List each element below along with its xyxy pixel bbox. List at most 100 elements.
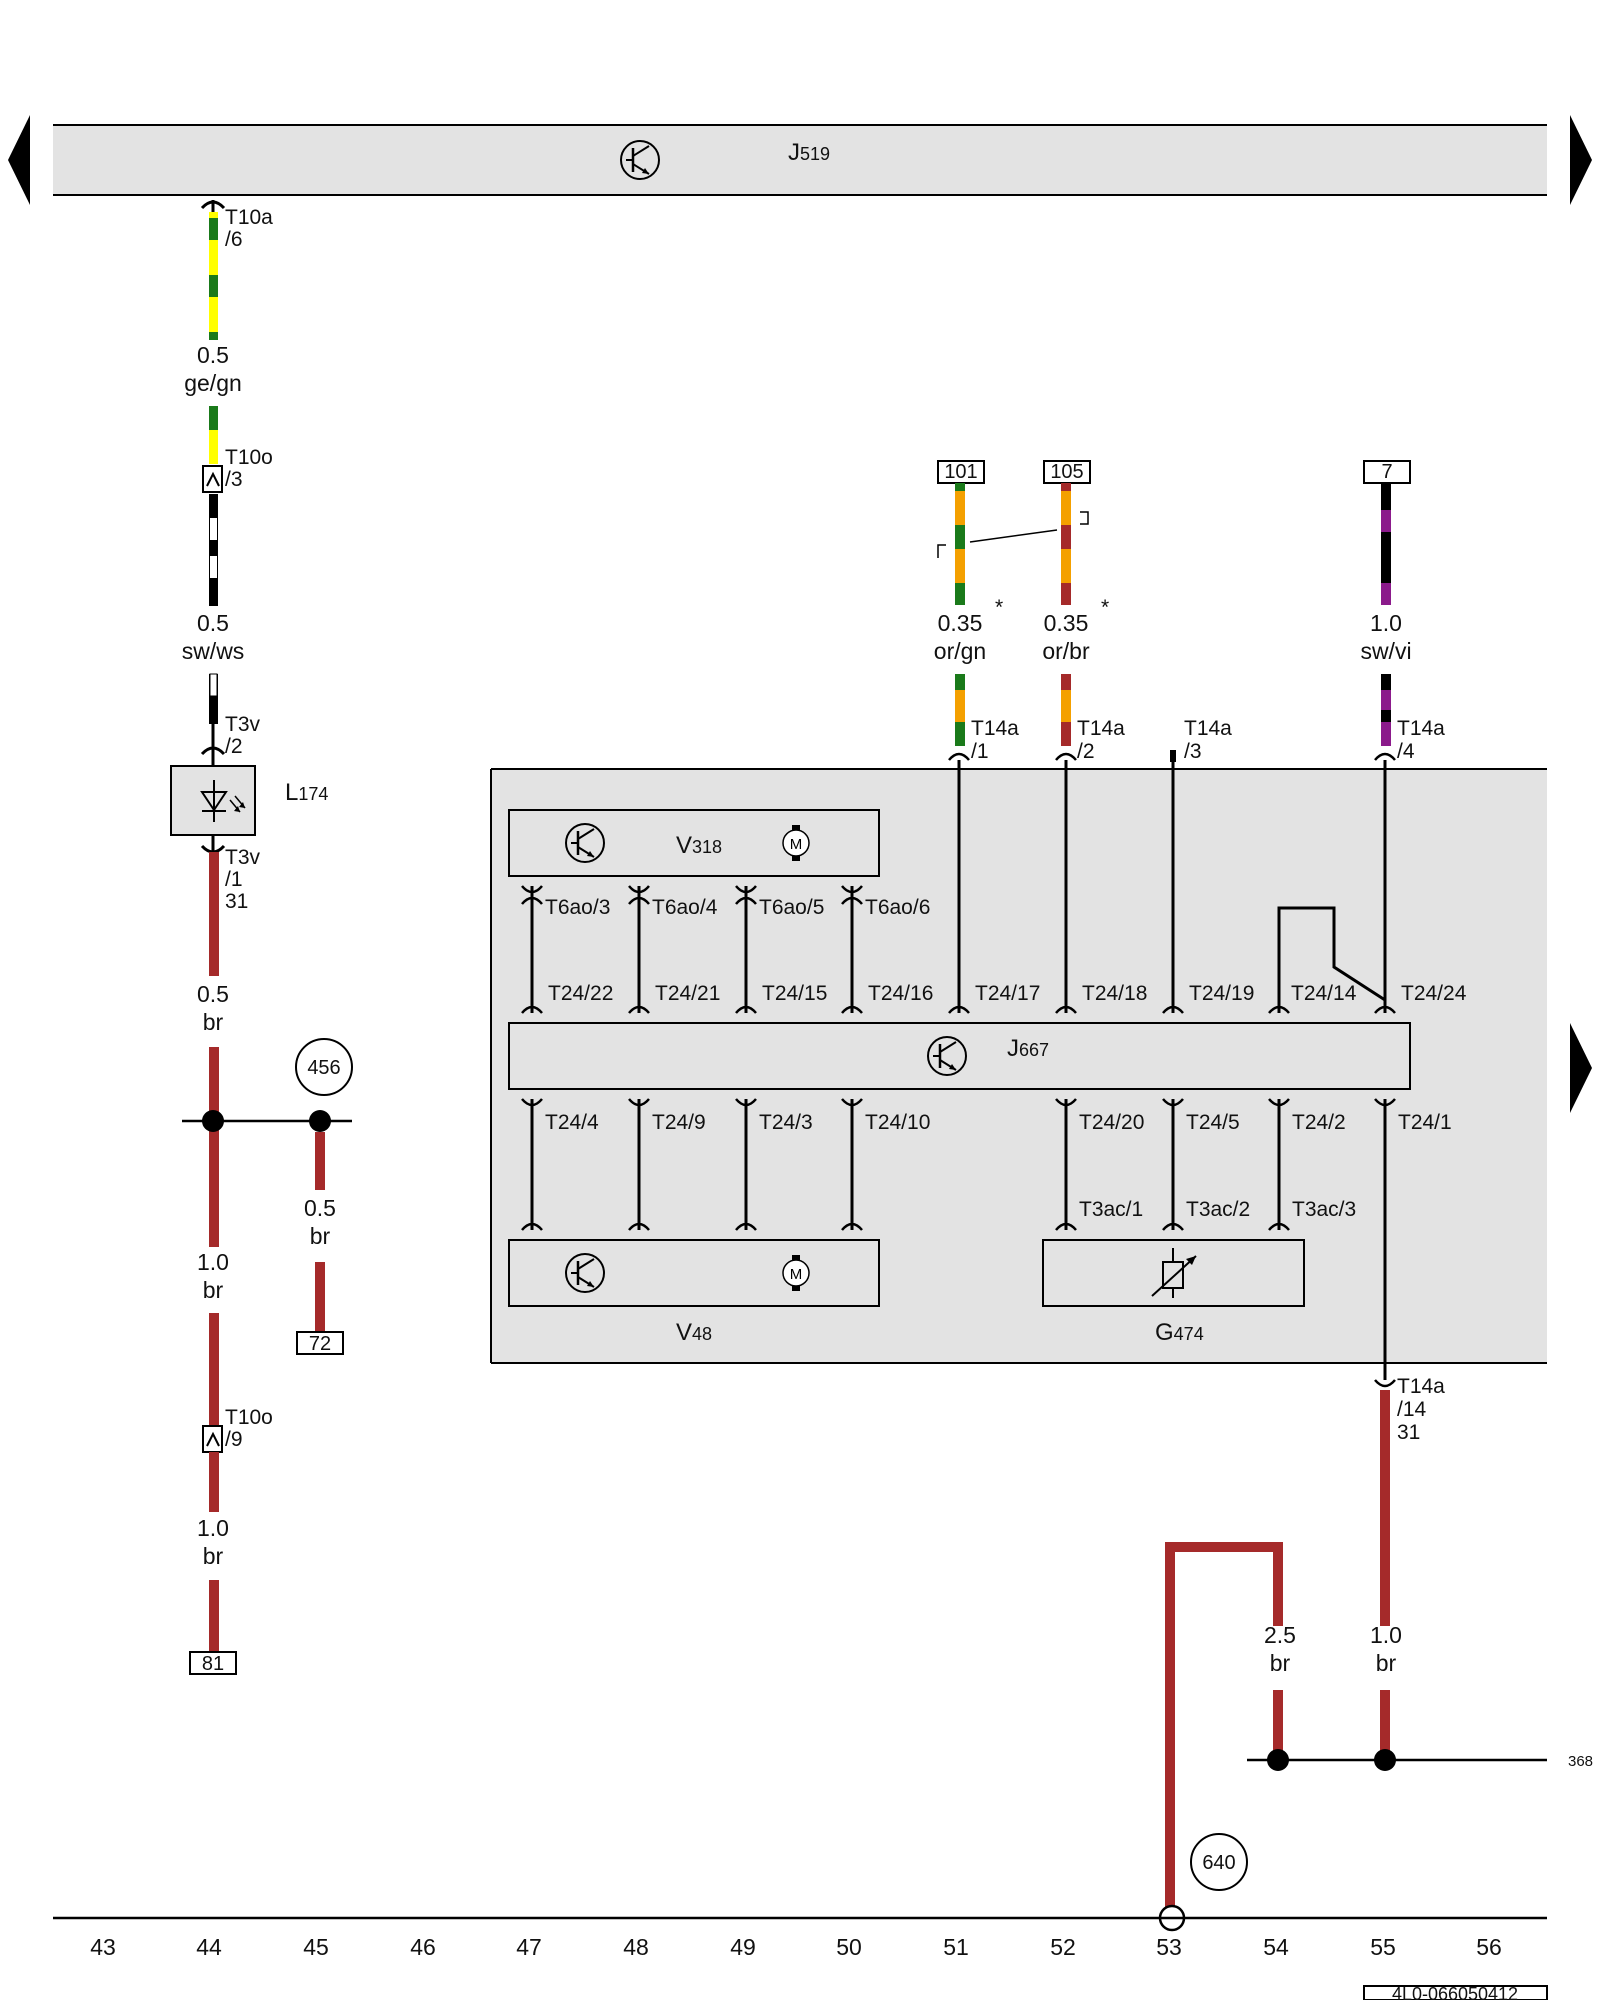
j667-control-unit [508,1022,1411,1090]
motor-icon: M [782,1255,810,1291]
ref-72: 72 [309,1333,331,1355]
svg-text:/3: /3 [1184,740,1202,763]
svg-text:T3ac/2: T3ac/2 [1186,1198,1250,1221]
svg-text:47: 47 [516,1934,542,1960]
wire-label-w2: 0.5 sw/ws [182,610,245,664]
t3ac-pin-labels: T3ac/1 T3ac/2 T3ac/3 [1079,1198,1356,1221]
svg-text:T14a: T14a [1184,717,1232,740]
svg-text:54: 54 [1263,1934,1289,1960]
svg-text:46: 46 [410,1934,436,1960]
svg-text:br: br [203,1543,224,1569]
svg-text:44: 44 [196,1934,222,1960]
svg-text:T14a: T14a [1077,717,1125,740]
circle-640: 640 [1202,1852,1235,1874]
pin-t14a-14: T14a /14 31 [1397,1375,1445,1444]
svg-text:T3v: T3v [225,846,261,869]
transistor-icon [565,823,605,863]
svg-text:T14a: T14a [1397,1375,1445,1398]
svg-text:/2: /2 [225,735,243,758]
wire-label-w5: 1.0 br [197,1249,229,1303]
svg-text:M: M [790,836,803,853]
svg-text:0.5: 0.5 [197,981,229,1007]
svg-text:T24/10: T24/10 [865,1111,930,1134]
t24-top-pin-labels: T24/22 T24/21 T24/15 T24/16 T24/17 T24/1… [548,982,1467,1005]
svg-text:T10o: T10o [225,446,273,469]
svg-text:T3v: T3v [225,713,261,736]
pin-t3v-1: T3v /1 31 [225,846,261,913]
page-left-arrow-icon[interactable] [8,115,30,205]
ref-105: 105 [1050,461,1083,483]
v48-component: M [508,1239,880,1307]
svg-text:T24/15: T24/15 [762,982,827,1005]
svg-text:55: 55 [1370,1934,1396,1960]
variable-resistor-icon [1151,1248,1197,1298]
svg-text:T24/14: T24/14 [1291,982,1357,1005]
v318-component: M [508,809,880,877]
svg-text:T24/21: T24/21 [655,982,720,1005]
svg-text:br: br [1376,1650,1397,1676]
t14a3-stub [1170,750,1176,762]
svg-text:T24/2: T24/2 [1292,1111,1346,1134]
g474-label: G474 [1155,1319,1204,1346]
ref-81: 81 [202,1653,224,1675]
svg-text:sw/vi: sw/vi [1360,638,1411,664]
svg-text:/9: /9 [225,1428,243,1451]
svg-text:/2: /2 [1077,740,1095,763]
svg-text:53: 53 [1156,1934,1182,1960]
svg-text:T24/22: T24/22 [548,982,613,1005]
j519-label: J519 [788,139,830,166]
svg-text:0.35: 0.35 [1044,610,1089,636]
t24-bottom-pin-labels: T24/4 T24/9 T24/3 T24/10 T24/20 T24/5 T2… [545,1111,1452,1134]
svg-text:T6ao/6: T6ao/6 [865,896,930,919]
v318-label: V318 [676,832,722,859]
continue-right-arrow-icon[interactable] [1570,1023,1592,1113]
column-numbers: 43 44 45 46 47 48 49 50 51 52 53 54 55 5… [90,1934,1502,1960]
svg-text:T3ac/1: T3ac/1 [1079,1198,1143,1221]
svg-text:T24/20: T24/20 [1079,1111,1144,1134]
svg-text:or/br: or/br [1042,638,1090,664]
svg-text:T24/24: T24/24 [1401,982,1467,1005]
svg-text:1.0: 1.0 [197,1249,229,1275]
svg-text:or/gn: or/gn [934,638,986,664]
svg-text:br: br [1270,1650,1291,1676]
svg-text:0.5: 0.5 [304,1195,336,1221]
wire-col44-top [200,200,226,766]
ref-7: 7 [1381,461,1392,483]
ref-101: 101 [944,461,977,483]
j519-module: J519 [53,124,1547,196]
input-wires-top [937,460,1411,746]
wire-label-w7: 0.35 or/gn * [934,596,1003,664]
svg-text:48: 48 [623,1934,649,1960]
svg-text:T24/1: T24/1 [1398,1111,1452,1134]
svg-text:/6: /6 [225,228,243,251]
j667-label: J667 [1007,1035,1049,1062]
svg-text:T3ac/3: T3ac/3 [1292,1198,1356,1221]
page-right-arrow-icon[interactable] [1570,115,1592,205]
svg-text:50: 50 [836,1934,862,1960]
svg-text:T24/9: T24/9 [652,1111,706,1134]
wire-label-w8: 0.35 or/br * [1042,596,1109,664]
svg-text:br: br [203,1277,224,1303]
footnote-star: * [995,596,1003,619]
ground-wiring-right [1158,1390,1547,1932]
svg-text:sw/ws: sw/ws [182,638,245,664]
svg-text:T10a: T10a [225,206,273,229]
svg-text:T6ao/5: T6ao/5 [759,896,824,919]
connector-arcs [521,752,1396,1388]
wire-label-w3: 0.5 br [197,981,229,1035]
svg-text:1.0: 1.0 [1370,1622,1402,1648]
led-icon [200,780,246,822]
wire-label-w9: 1.0 sw/vi [1360,610,1411,664]
svg-text:M: M [790,1266,803,1283]
pin-t14a-1: T14a /1 [971,717,1019,763]
transistor-icon [565,1253,605,1293]
v48-label: V48 [676,1319,712,1346]
svg-text:/4: /4 [1397,740,1415,763]
svg-text:0.5: 0.5 [197,610,229,636]
svg-text:T6ao/3: T6ao/3 [545,896,610,919]
junction-456 [182,1038,353,1355]
svg-text:T14a: T14a [971,717,1019,740]
svg-text:T24/16: T24/16 [868,982,933,1005]
svg-text:/1: /1 [225,868,243,891]
